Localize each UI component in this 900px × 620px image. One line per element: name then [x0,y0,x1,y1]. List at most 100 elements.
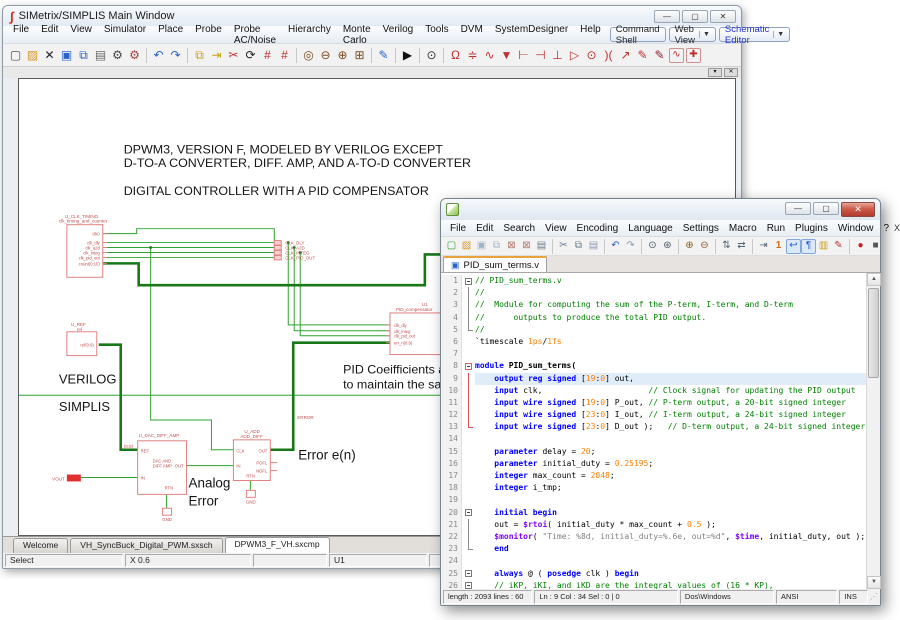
menu-file[interactable]: File [7,23,35,47]
code-line[interactable]: 2// [441,287,866,299]
wire[interactable] [151,248,234,450]
cut-scissors-icon[interactable]: ✂ [225,47,242,64]
find-icon[interactable]: ⊙ [645,239,660,254]
zoom-in-icon[interactable]: ⊕ [334,47,351,64]
menu-settings[interactable]: Settings [678,222,724,235]
code-line[interactable]: 22 $monitor( "Time: %8d, initial_duty=%.… [441,531,866,543]
fold-margin[interactable] [462,568,475,580]
paste-icon[interactable]: ⇥ [208,47,225,64]
save-icon[interactable]: ▣ [58,47,75,64]
menu-edit[interactable]: Edit [471,222,498,235]
find-binoculars-icon[interactable]: ⊙ [423,47,440,64]
tab-vh-syncbuck-digital-pwm-sxsch[interactable]: VH_SyncBuck_Digital_PWM.sxsch [70,538,222,553]
zoom-area-icon[interactable]: ⊞ [351,47,368,64]
code-line[interactable]: 4// outputs to produce the total PID out… [441,312,866,324]
zoom-fit-icon[interactable]: ◎ [300,47,317,64]
code-line[interactable]: 17 integer max_count = 2048; [441,470,866,482]
fold-margin[interactable] [462,507,475,519]
place-resistor-icon[interactable]: Ω [447,47,464,64]
fold-margin[interactable] [462,324,475,336]
fold-margin[interactable] [462,555,475,567]
word-wrap-icon[interactable]: ↩ [786,239,801,254]
mirror-part-icon[interactable]: # [259,47,276,64]
close-file-icon[interactable]: ⊠ [504,239,519,254]
menu-help[interactable]: Help [574,23,607,47]
zoom-out-icon[interactable]: ⊖ [697,239,712,254]
code-line[interactable]: 12 input wire signed [23:0] I_out, // I-… [441,409,866,421]
menu-[interactable]: ? [878,222,894,235]
scroll-down-icon[interactable]: ▼ [867,576,881,589]
fold-margin[interactable] [462,531,475,543]
menu-macro[interactable]: Macro [724,222,762,235]
tab-dpwm3-f-vh-sxcmp[interactable]: DPWM3_F_VH.sxcmp [225,537,330,553]
resize-grip-icon[interactable]: ⋰ [870,590,878,604]
fold-margin[interactable] [462,446,475,458]
code-line[interactable]: 1// PID_sum_terms.v [441,275,866,287]
menu-dvm[interactable]: DVM [455,23,489,47]
paste-icon[interactable]: ▤ [586,239,601,254]
record-macro-icon[interactable]: ● [853,239,868,254]
open-file-icon[interactable]: ▨ [459,239,474,254]
new-schematic-icon[interactable]: ▢ [7,47,24,64]
tab-pid-sum-terms[interactable]: ▣ PID_sum_terms.v [443,256,547,272]
vertical-scrollbar[interactable]: ▲ ▼ [866,273,880,589]
gnd-symbol[interactable] [163,508,172,515]
code-line[interactable]: 26 // iKP, iKI, and iKD are the integral… [441,580,866,589]
menu-view[interactable]: View [540,222,572,235]
fold-margin[interactable] [462,580,475,589]
fold-collapse-icon[interactable] [465,363,472,370]
notepadpp-titlebar[interactable]: — ▢ ✕ [441,199,880,220]
probe-current-icon[interactable]: ✎ [651,47,668,64]
menu-simulator[interactable]: Simulator [98,23,152,47]
rotate-icon[interactable]: ⟳ [242,47,259,64]
code-line[interactable]: 8module PID_sum_terms( [441,360,866,372]
chevron-down-icon[interactable]: ▼ [699,31,710,38]
function-list-icon[interactable]: ✎ [831,239,846,254]
code-line[interactable]: 18 integer i_tmp; [441,482,866,494]
save-icon[interactable]: ▣ [474,239,489,254]
code-line[interactable]: 21 out = $rtoi( initial_duty * max_count… [441,519,866,531]
code-line[interactable]: 3// Module for computing the sum of the … [441,299,866,311]
copy-icon[interactable]: ⧉ [191,47,208,64]
save-as-icon[interactable]: ⧉ [75,47,92,64]
fold-margin[interactable] [462,519,475,531]
gnd-symbol[interactable] [246,490,255,497]
menu-verilog[interactable]: Verilog [377,23,420,47]
close-icon[interactable]: ✕ [710,10,736,23]
code-line[interactable]: 13 input wire signed [23:0] D_out ); // … [441,421,866,433]
minimize-icon[interactable]: — [785,202,811,215]
undo-icon[interactable]: ↶ [608,239,623,254]
wire[interactable] [300,252,390,335]
undo-icon[interactable]: ↶ [150,47,167,64]
minimize-icon[interactable]: — [654,10,680,23]
menu-hierarchy[interactable]: Hierarchy [282,23,337,47]
menu-encoding[interactable]: Encoding [572,222,624,235]
code-line[interactable]: 19 [441,494,866,506]
menu-close-icon[interactable]: X [894,223,900,233]
settings-gear-icon[interactable]: ⚙ [109,47,126,64]
close-all-icon[interactable]: ⊠ [519,239,534,254]
menu-systemdesigner[interactable]: SystemDesigner [489,23,574,47]
run-simulation-icon[interactable]: ▶ [399,47,416,64]
scroll-up-icon[interactable]: ▲ [867,273,881,286]
menu-run[interactable]: Run [762,222,790,235]
code-area[interactable]: 1// PID_sum_terms.v2//3// Module for com… [441,273,866,589]
replace-icon[interactable]: ⊛ [660,239,675,254]
code-line[interactable]: 14 [441,433,866,445]
fold-margin[interactable] [462,299,475,311]
fold-margin[interactable] [462,494,475,506]
wire-mode-pencil-icon[interactable]: ✎ [375,47,392,64]
place-capacitor-icon[interactable]: ≑ [464,47,481,64]
redo-icon[interactable]: ↷ [623,239,638,254]
mdi-menu-icon[interactable]: ▾ [708,68,722,77]
open-file-icon[interactable]: ▨ [24,47,41,64]
close-schematic-icon[interactable]: ✕ [41,47,58,64]
fold-margin[interactable] [462,482,475,494]
close-icon[interactable]: ✕ [841,202,875,217]
redo-icon[interactable]: ↷ [167,47,184,64]
place-pnp-icon[interactable]: ⊣ [532,47,549,64]
sync-scroll-vertical-icon[interactable]: ⇅ [719,239,734,254]
code-line[interactable]: 5// [441,324,866,336]
place-zener-icon[interactable]: ⊥ [549,47,566,64]
document-map-icon[interactable]: ▥ [816,239,831,254]
